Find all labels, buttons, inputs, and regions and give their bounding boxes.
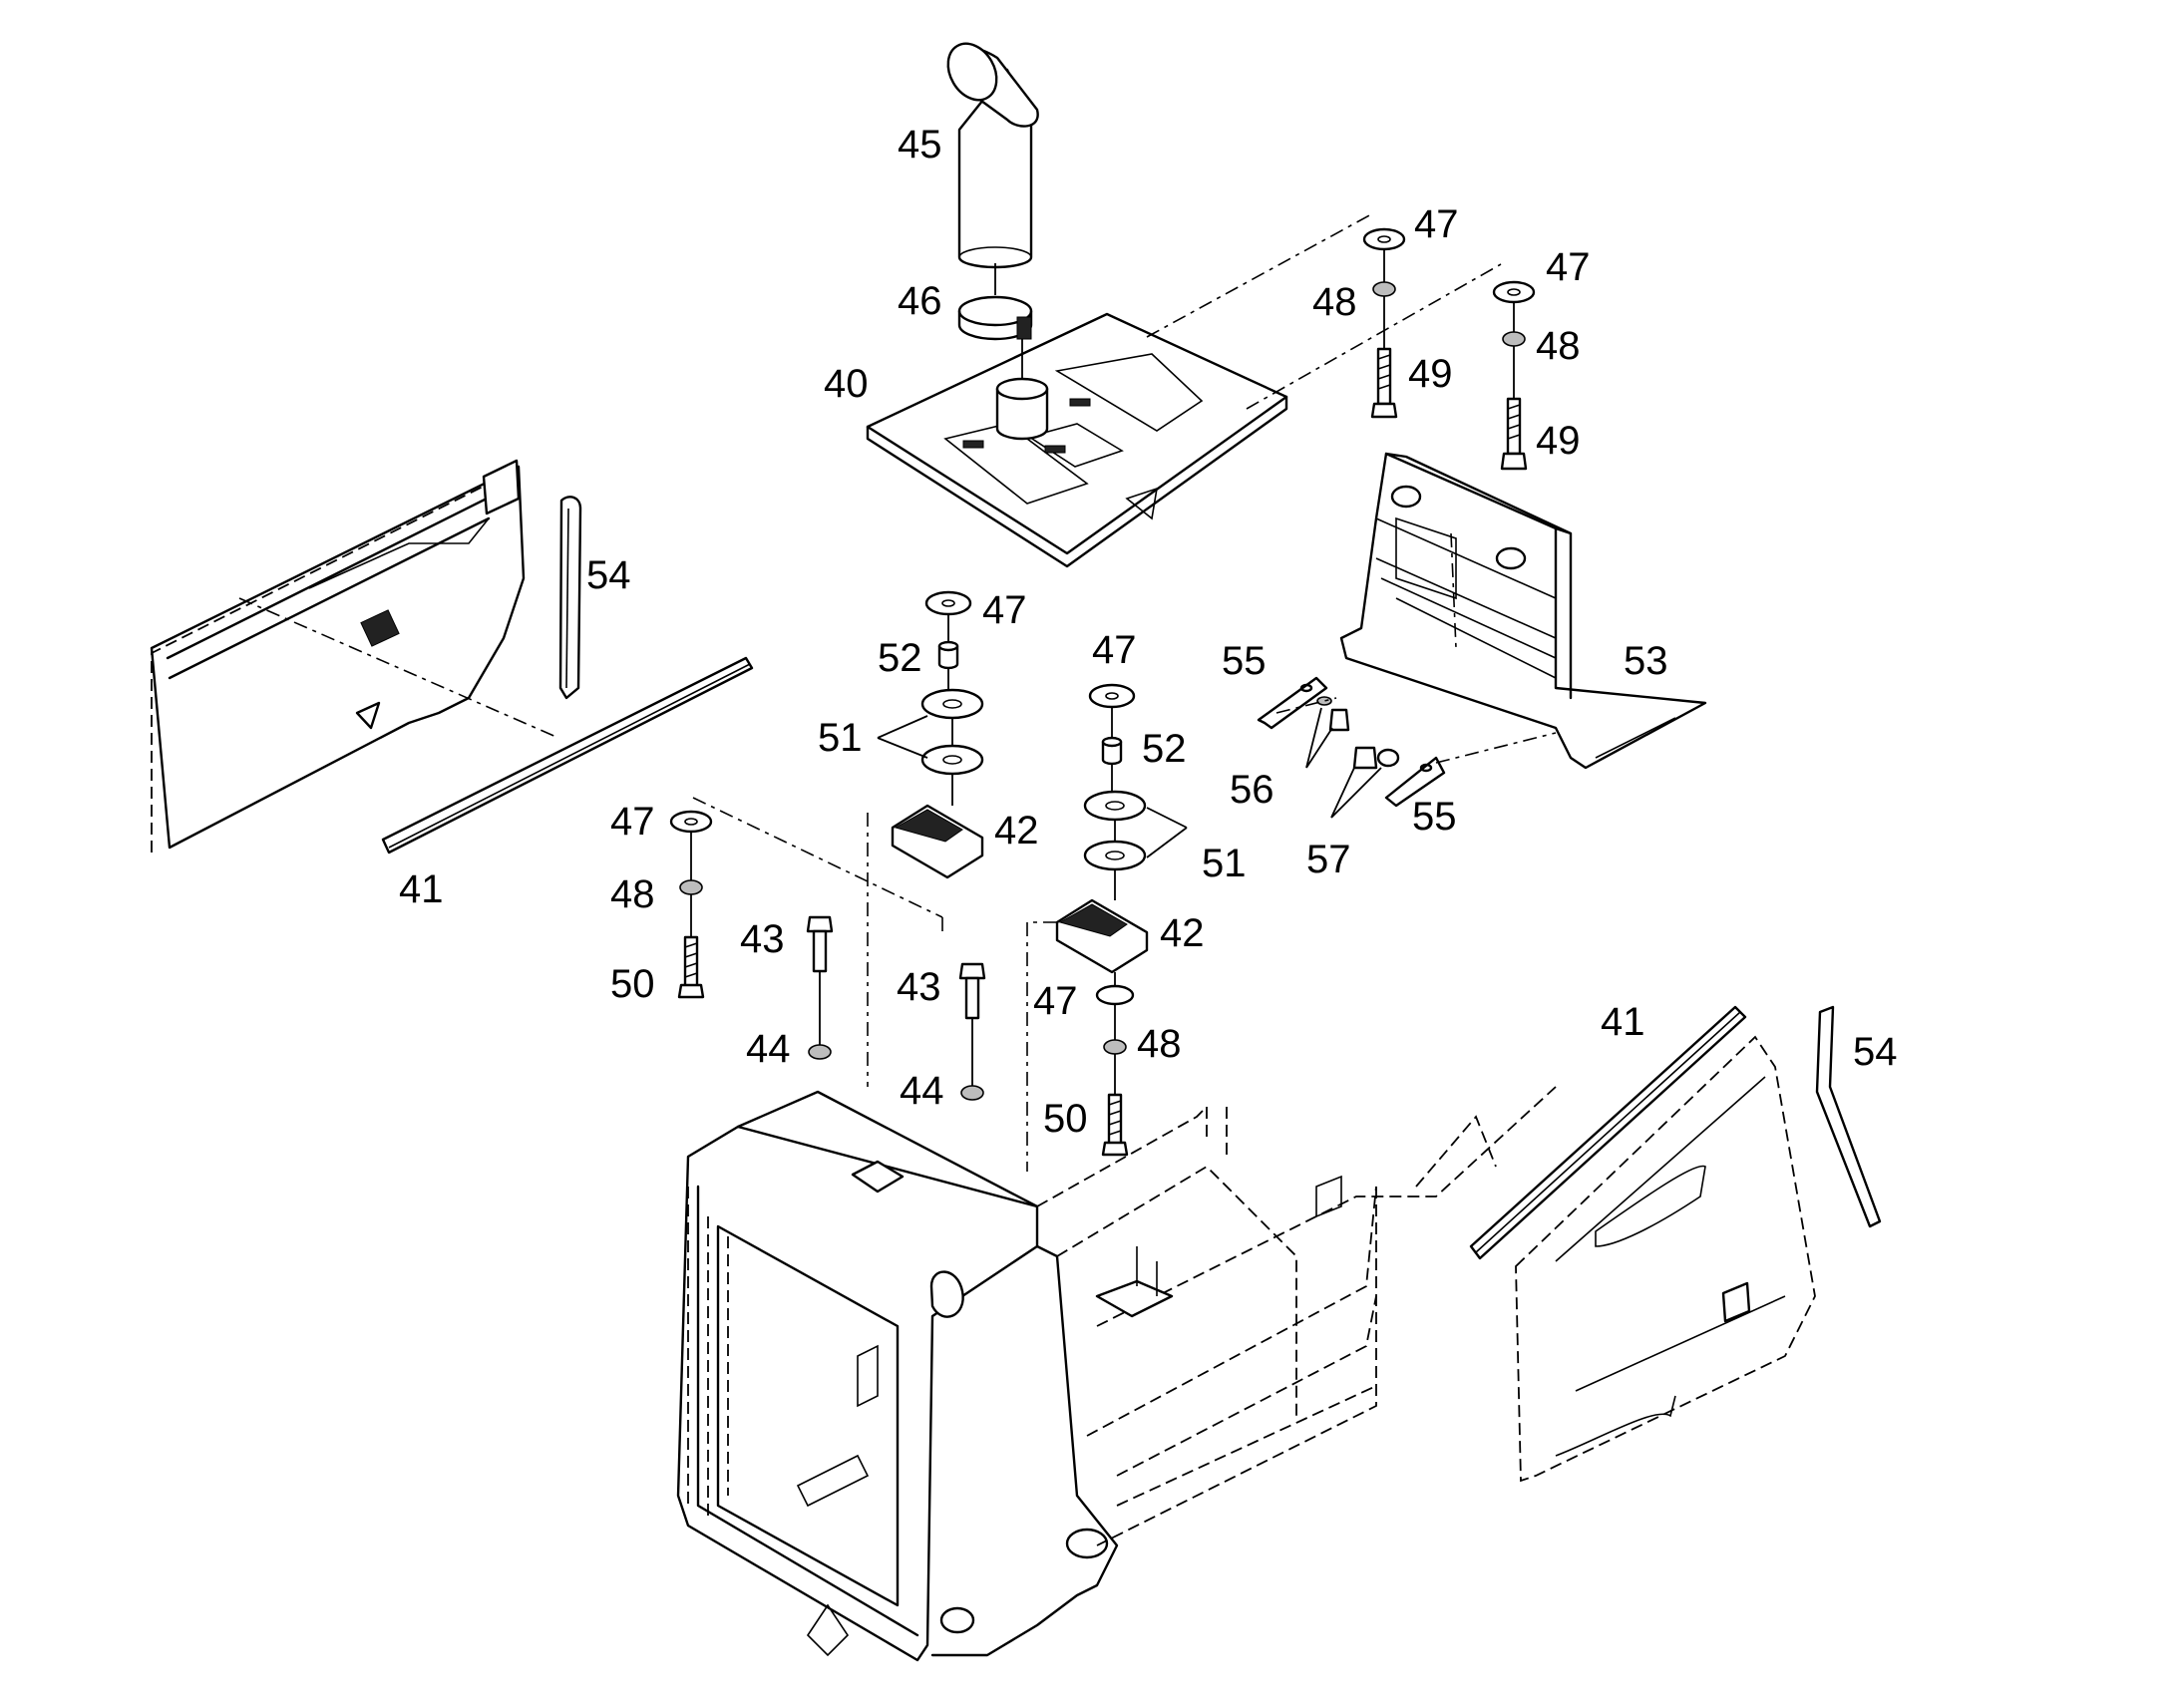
callout-47: 47 — [610, 800, 655, 844]
callout-48: 48 — [1536, 324, 1581, 368]
right-door-panel — [1515, 1035, 1816, 1483]
callout-50: 50 — [1043, 1097, 1088, 1141]
mount-stack-left — [891, 590, 984, 879]
left-side-panel — [150, 459, 559, 853]
callout-52: 52 — [1142, 727, 1187, 771]
part-41-left-strip — [381, 656, 754, 854]
callout-41: 41 — [1601, 1000, 1645, 1044]
callout-55: 55 — [1412, 795, 1457, 839]
callout-41: 41 — [399, 867, 444, 911]
callout-54: 54 — [586, 553, 631, 597]
part-40-cover-plate — [866, 312, 1288, 568]
callout-51: 51 — [818, 716, 863, 760]
callout-47: 47 — [1414, 202, 1459, 246]
callout-51: 51 — [1202, 842, 1247, 885]
main-chassis-frame — [676, 1086, 1557, 1662]
callout-47: 47 — [982, 588, 1027, 632]
parts-55-56-57-latch-hardware — [1257, 676, 1446, 808]
callout-45: 45 — [898, 123, 942, 167]
callout-43: 43 — [740, 917, 785, 961]
callout-47: 47 — [1033, 979, 1078, 1023]
part-53-bracket-frame — [1339, 452, 1707, 770]
callout-53: 53 — [1624, 639, 1668, 683]
bolts-43-washers-44 — [806, 915, 986, 1101]
callout-57: 57 — [1306, 838, 1351, 881]
callout-50: 50 — [610, 962, 655, 1006]
fasteners-top-right — [1362, 227, 1536, 471]
callout-44: 44 — [900, 1069, 944, 1113]
callout-40: 40 — [824, 362, 869, 406]
callout-54: 54 — [1853, 1030, 1898, 1074]
callout-42: 42 — [1160, 911, 1205, 955]
callout-49: 49 — [1408, 352, 1453, 396]
part-54-left-strip — [558, 496, 582, 700]
mount-stack-right — [1055, 683, 1149, 1157]
part-54-right-strip — [1815, 1005, 1882, 1228]
callout-56: 56 — [1230, 768, 1274, 812]
part-46-clamp — [957, 295, 1033, 341]
callout-49: 49 — [1536, 419, 1581, 463]
callout-47: 47 — [1092, 628, 1137, 672]
part-41-right-strip — [1469, 1005, 1747, 1260]
callout-46: 46 — [898, 279, 942, 323]
callout-44: 44 — [746, 1027, 791, 1071]
callout-48: 48 — [1137, 1022, 1182, 1066]
callout-labels: 45 46 40 47 48 49 47 48 49 54 47 52 51 4… — [399, 123, 1898, 1141]
callout-52: 52 — [878, 636, 922, 680]
part-45-exhaust-stack — [946, 42, 1039, 269]
callout-55: 55 — [1222, 639, 1267, 683]
callout-48: 48 — [610, 872, 655, 916]
callout-43: 43 — [897, 965, 941, 1009]
callout-48: 48 — [1312, 280, 1357, 324]
callout-42: 42 — [994, 809, 1039, 853]
callout-47: 47 — [1546, 245, 1591, 289]
assembly-lines — [690, 213, 1557, 1172]
